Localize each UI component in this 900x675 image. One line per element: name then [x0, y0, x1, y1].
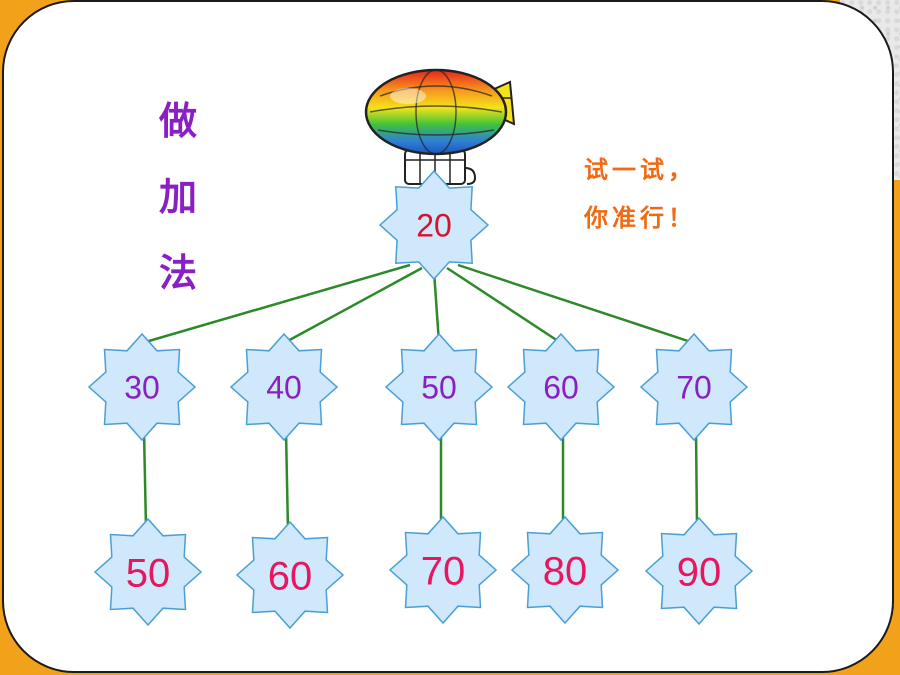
bottom-star-node: 70 [388, 515, 498, 625]
try-text-line-1: 试一试， [584, 155, 696, 184]
star-shape [510, 515, 620, 625]
bottom-node-label: 60 [268, 554, 313, 598]
middle-to-bottom-line [284, 430, 290, 532]
root-to-middle-line [446, 266, 562, 345]
bottom-star-node: 60 [235, 520, 345, 630]
middle-star-node: 50 [384, 332, 494, 442]
middle-star-node: 70 [639, 332, 749, 442]
star-shape [384, 332, 494, 442]
bottom-star-node: 90 [644, 516, 754, 626]
middle-star-node: 30 [87, 332, 197, 442]
root-to-middle-line [141, 263, 411, 345]
bottom-star-node: 50 [93, 517, 203, 627]
star-shape [378, 169, 490, 281]
middle-star-node: 40 [229, 332, 339, 442]
bottom-star-node: 80 [510, 515, 620, 625]
bottom-node-label: 90 [677, 550, 722, 594]
middle-to-bottom-line [694, 430, 699, 528]
star-shape [235, 520, 345, 630]
side-title-char-3: 法 [159, 250, 198, 295]
middle-node-label: 70 [676, 370, 712, 406]
bottom-node-label: 50 [126, 551, 171, 595]
root-to-middle-line [283, 266, 423, 345]
star-shape [639, 332, 749, 442]
root-star-node: 20 [378, 169, 490, 281]
try-text-line-2: 你准行！ [584, 203, 696, 232]
middle-node-label: 40 [266, 370, 302, 406]
middle-node-label: 60 [543, 370, 579, 406]
star-shape [644, 516, 754, 626]
root-to-middle-line [432, 270, 441, 344]
middle-node-label: 50 [421, 370, 457, 406]
middle-to-bottom-line [142, 430, 148, 529]
side-title-char-2: 加 [159, 174, 198, 219]
star-shape [87, 332, 197, 442]
bottom-node-label: 80 [543, 549, 588, 593]
root-to-middle-line [457, 263, 695, 345]
middle-node-label: 30 [124, 370, 160, 406]
side-title-char-1: 做 [159, 98, 198, 143]
middle-star-node: 60 [506, 332, 616, 442]
star-shape [388, 515, 498, 625]
root-node-label: 20 [416, 208, 452, 244]
star-shape [229, 332, 339, 442]
airship-icon [364, 68, 516, 185]
star-shape [93, 517, 203, 627]
star-shape [506, 332, 616, 442]
bottom-node-label: 70 [421, 549, 466, 593]
